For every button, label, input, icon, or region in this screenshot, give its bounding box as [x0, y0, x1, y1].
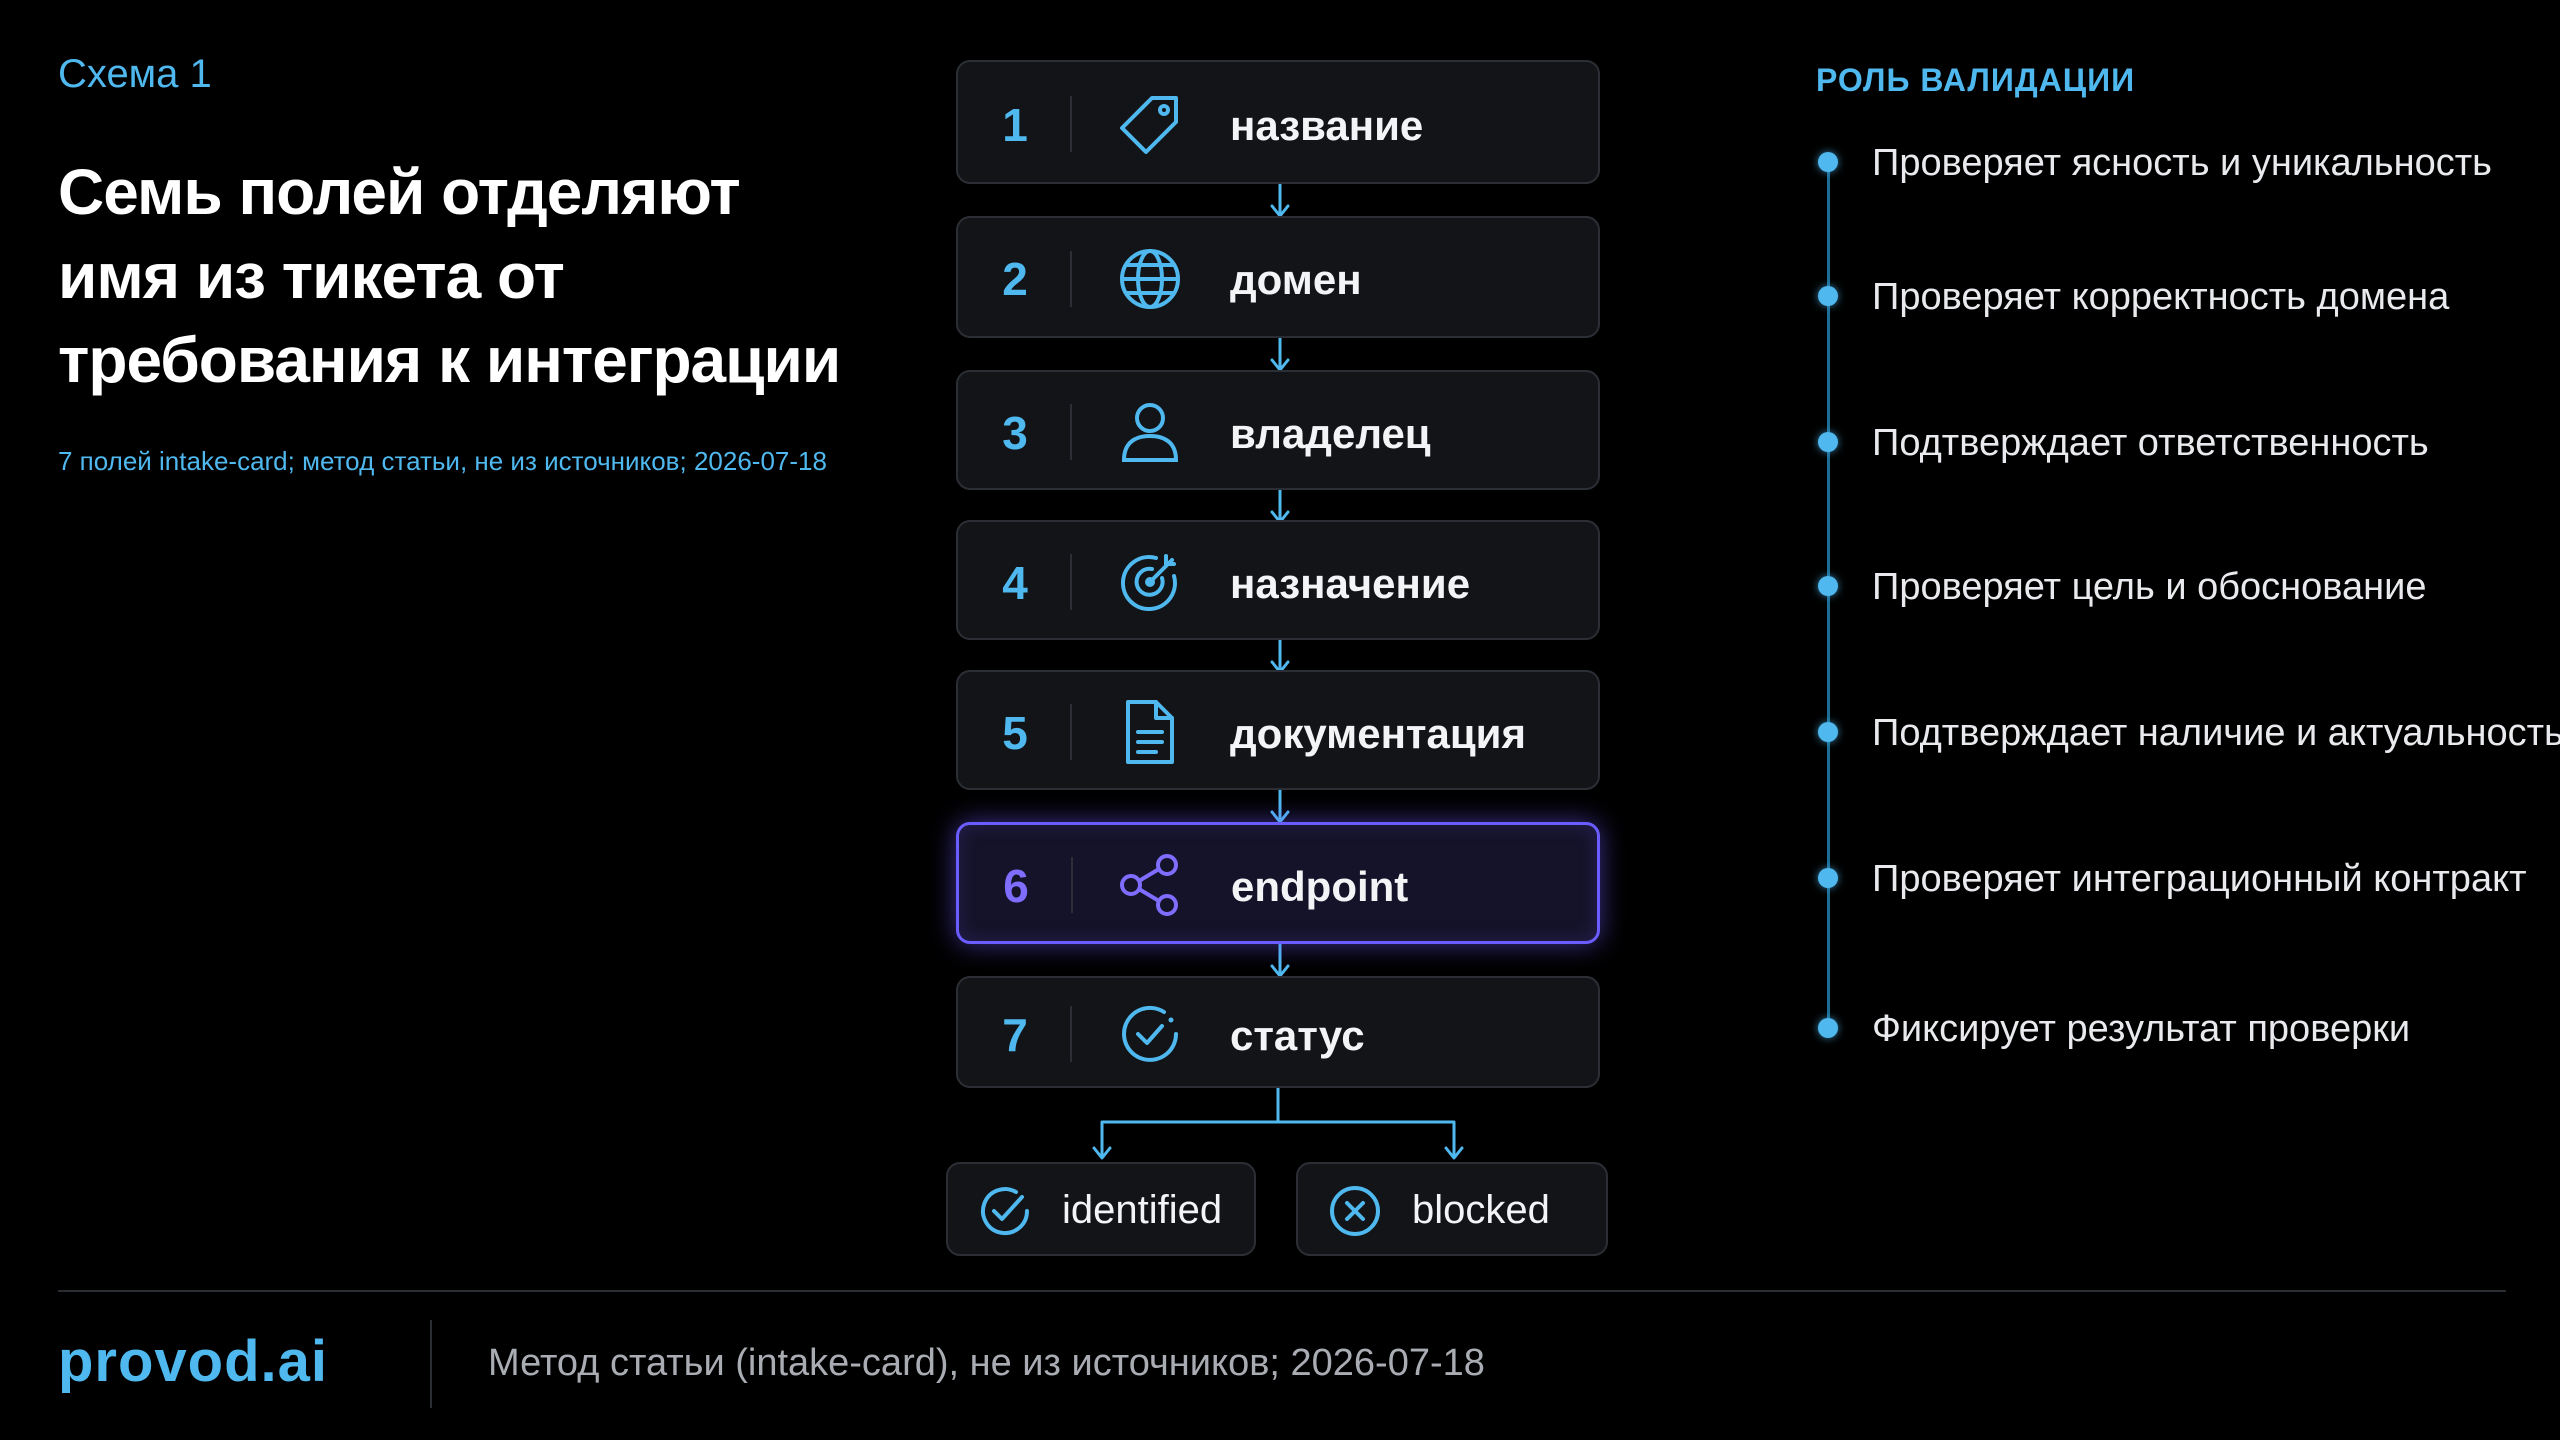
step-card-2: 2 домен	[956, 216, 1600, 338]
outcome-label: blocked	[1412, 1188, 1550, 1232]
role-bullet	[1818, 722, 1838, 742]
roles-heading: РОЛЬ ВАЛИДАЦИИ	[1816, 62, 2136, 98]
step-number: 1	[1002, 99, 1028, 151]
role-item: Проверяет ясность и уникальность	[1872, 142, 2492, 184]
role-bullet	[1818, 432, 1838, 452]
step-divider	[1070, 96, 1072, 152]
page-title-line: требования к интеграции	[58, 324, 841, 396]
role-item: Фиксирует результат проверки	[1872, 1008, 2411, 1050]
footer-note: Метод статьи (intake-card), не из источн…	[488, 1342, 1485, 1384]
role-item: Проверяет интеграционный контракт	[1872, 858, 2527, 900]
role-bullet	[1818, 286, 1838, 306]
step-label: название	[1230, 102, 1424, 149]
step-card-4: 4 назначение	[956, 520, 1600, 640]
step-number: 2	[1002, 253, 1028, 305]
step-divider	[1070, 404, 1072, 460]
tag-icon	[1116, 90, 1184, 158]
role-bullet	[1818, 576, 1838, 596]
page-subtitle: 7 полей intake-card; метод статьи, не из…	[58, 446, 827, 476]
step-label: назначение	[1230, 560, 1471, 607]
step-card-6: 6 endpoint	[956, 822, 1600, 944]
role-bullet	[1818, 868, 1838, 888]
step-label: владелец	[1230, 410, 1431, 457]
step-divider	[1070, 704, 1072, 760]
step-divider	[1070, 251, 1072, 307]
step-label: документация	[1230, 710, 1527, 757]
step-divider	[1070, 1006, 1072, 1062]
role-bullet	[1818, 1018, 1838, 1038]
scheme-label: Схема 1	[58, 52, 212, 96]
step-divider	[1070, 554, 1072, 610]
roles-timeline	[1827, 164, 1830, 1030]
role-bullet	[1818, 152, 1838, 172]
step-card-3: 3 владелец	[956, 370, 1600, 490]
role-item: Проверяет корректность домена	[1872, 276, 2450, 318]
page-title-line: Семь полей отделяют	[58, 156, 741, 228]
x-circle-icon	[1328, 1184, 1382, 1238]
page-title-line: имя из тикета от	[58, 240, 565, 312]
outcome-label: identified	[1062, 1188, 1223, 1232]
globe-icon	[1116, 245, 1184, 313]
check-circle-icon	[978, 1184, 1032, 1238]
step-label: endpoint	[1231, 863, 1409, 910]
role-item: Проверяет цель и обоснование	[1872, 566, 2427, 608]
step-number: 4	[1002, 557, 1028, 609]
step-card-5: 5 документация	[956, 670, 1600, 790]
user-icon	[1116, 398, 1184, 466]
document-icon	[1116, 698, 1184, 766]
step-label: статус	[1230, 1012, 1365, 1059]
step-label: домен	[1230, 256, 1362, 303]
step-number: 5	[1002, 707, 1028, 759]
share-icon	[1117, 851, 1185, 919]
brand-logo: provod.ai	[58, 1329, 329, 1394]
target-icon	[1116, 548, 1184, 616]
step-card-7: 7 статус	[956, 976, 1600, 1088]
step-number: 3	[1002, 407, 1028, 459]
role-item: Подтверждает ответственность	[1872, 422, 2429, 464]
footer-separator	[430, 1320, 432, 1408]
outcome-blocked: blocked	[1296, 1162, 1608, 1256]
footer-divider	[58, 1290, 2506, 1292]
page-title: Семь полей отделяют имя из тикета от тре…	[58, 150, 878, 402]
role-item: Подтверждает наличие и актуальность	[1872, 712, 2560, 754]
step-divider	[1071, 857, 1073, 913]
check-circle-icon	[1116, 1000, 1184, 1068]
step-number: 7	[1002, 1009, 1028, 1061]
step-number: 6	[1003, 860, 1029, 912]
outcome-identified: identified	[946, 1162, 1256, 1256]
step-card-1: 1 название	[956, 60, 1600, 184]
